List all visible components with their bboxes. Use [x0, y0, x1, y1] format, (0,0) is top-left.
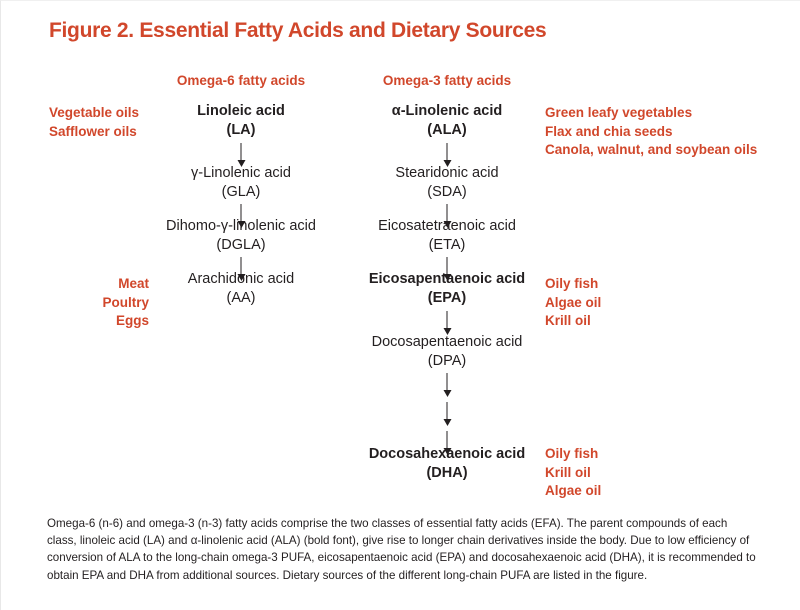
figure-title: Figure 2. Essential Fatty Acids and Diet… — [49, 19, 547, 42]
node-abbr: (EPA) — [427, 290, 467, 306]
node-eicosatetraenoic-acid: Eicosatetraenoic acid (ETA) — [378, 217, 516, 255]
figure-caption: Omega-6 (n-6) and omega-3 (n-3) fatty ac… — [47, 517, 756, 582]
node-name: Dihomo-γ-linolenic acid — [166, 218, 316, 234]
sources-alpha-linolenic-acid: Green leafy vegetables Flax and chia see… — [545, 104, 757, 160]
node-name: Arachidonic acid — [187, 271, 295, 287]
source-item: Poultry — [102, 294, 149, 310]
arrow-epa-to-dpa — [441, 311, 454, 335]
arrow-dpa-to-dha-step3 — [441, 431, 454, 455]
arrow-eta-to-epa — [441, 257, 454, 281]
arrow-sda-to-eta — [441, 204, 454, 228]
sources-eicosapentaenoic-acid: Oily fish Algae oil Krill oil — [545, 275, 601, 331]
node-abbr: (LA) — [226, 122, 256, 138]
node-dihomo-gamma-linolenic-acid: Dihomo-γ-linolenic acid (DGLA) — [166, 217, 316, 255]
node-abbr: (DHA) — [426, 465, 468, 481]
node-abbr: (ETA) — [428, 237, 466, 253]
node-name: Eicosapentaenoic acid — [368, 271, 526, 287]
node-abbr: (AA) — [226, 290, 256, 306]
source-item: Meat — [118, 276, 149, 291]
source-item: Eggs — [115, 313, 149, 328]
node-name: Docosahexaenoic acid — [368, 446, 526, 462]
source-item: Algae oil — [545, 294, 602, 310]
column-header-omega6: Omega-6 fatty acids — [176, 73, 306, 88]
source-item: Krill oil — [545, 313, 591, 328]
node-name: Eicosatetraenoic acid — [378, 218, 516, 234]
node-abbr: (ALA) — [427, 122, 467, 138]
source-item: Oily fish — [545, 276, 599, 291]
arrow-gla-to-dgla — [235, 204, 248, 228]
node-alpha-linolenic-acid: α-Linolenic acid (ALA) — [392, 102, 502, 140]
node-abbr: (GLA) — [221, 184, 261, 200]
node-name: Docosapentaenoic acid — [371, 334, 523, 350]
arrow-ala-to-sda — [441, 143, 454, 167]
arrow-dpa-to-dha-step1 — [441, 373, 454, 397]
node-docosahexaenoic-acid: Docosahexaenoic acid (DHA) — [369, 445, 525, 483]
node-name: Stearidonic acid — [395, 165, 499, 181]
sources-linoleic-acid: Vegetable oils Safflower oils — [49, 104, 139, 141]
source-item: Krill oil — [545, 464, 591, 480]
column-header-omega3: Omega-3 fatty acids — [382, 73, 512, 88]
node-abbr: (SDA) — [427, 184, 467, 200]
node-name: α-Linolenic acid — [391, 103, 503, 119]
source-item: Safflower oils — [49, 123, 137, 139]
sources-arachidonic-acid: Meat Poultry Eggs — [102, 275, 149, 331]
arrow-dgla-to-aa — [235, 257, 248, 281]
source-item: Flax and chia seeds — [545, 123, 673, 139]
node-docosapentaenoic-acid: Docosapentaenoic acid (DPA) — [372, 333, 523, 371]
node-gamma-linolenic-acid: γ-Linolenic acid (GLA) — [191, 164, 291, 202]
node-abbr: (DPA) — [427, 353, 467, 369]
node-linoleic-acid: Linoleic acid (LA) — [197, 102, 285, 140]
source-item: Green leafy vegetables — [545, 105, 693, 120]
node-stearidonic-acid: Stearidonic acid (SDA) — [395, 164, 498, 202]
node-name: Linoleic acid — [197, 103, 285, 119]
arrow-la-to-gla — [235, 143, 248, 167]
node-name: γ-Linolenic acid — [191, 165, 291, 181]
node-abbr: (DGLA) — [216, 237, 266, 253]
source-item: Algae oil — [545, 483, 602, 498]
sources-docosahexaenoic-acid: Oily fish Krill oil Algae oil — [545, 445, 601, 501]
source-item: Canola, walnut, and soybean oils — [545, 142, 758, 157]
node-eicosapentaenoic-acid: Eicosapentaenoic acid (EPA) — [369, 270, 525, 308]
node-arachidonic-acid: Arachidonic acid (AA) — [188, 270, 294, 308]
source-item: Vegetable oils — [49, 105, 140, 120]
source-item: Oily fish — [545, 446, 599, 461]
arrow-dpa-to-dha-step2 — [441, 402, 454, 426]
